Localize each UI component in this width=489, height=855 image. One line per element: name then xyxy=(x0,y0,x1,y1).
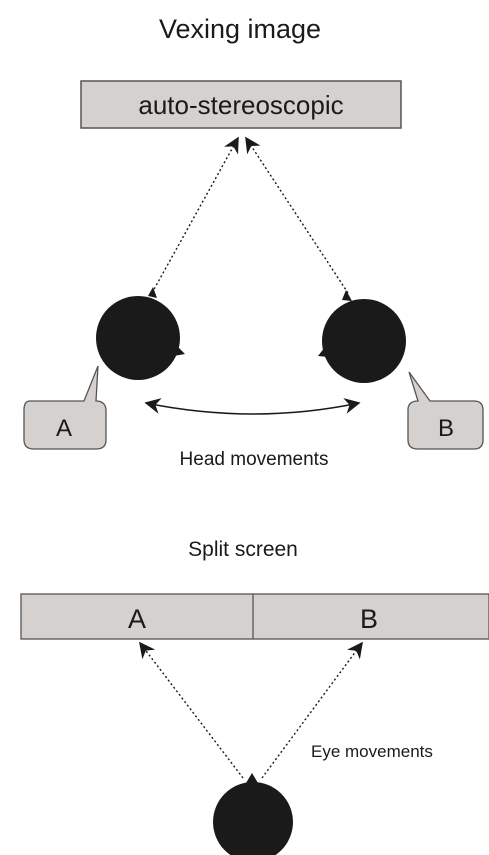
top-section-title: Vexing image xyxy=(159,14,321,44)
eye-line-left xyxy=(139,641,244,779)
head-movements-caption: Head movements xyxy=(180,449,329,470)
split-screen-display: A B xyxy=(20,593,489,640)
speech-bubble-b: B xyxy=(407,371,484,450)
viewer-head-b-icon xyxy=(318,290,406,383)
screen-right-label: B xyxy=(360,604,378,634)
screen-left-label: A xyxy=(128,604,146,634)
autostereoscopic-display: auto-stereoscopic xyxy=(80,80,402,129)
bottom-section-title: Split screen xyxy=(188,538,298,561)
speech-bubble-a: A xyxy=(23,365,107,450)
viewer-head-bottom-icon xyxy=(213,773,293,855)
speech-bubble-b-label: B xyxy=(438,415,454,442)
viewer-head-a-icon xyxy=(96,287,185,380)
sight-line-b xyxy=(245,136,349,294)
speech-bubble-a-label: A xyxy=(56,415,72,442)
sight-line-a xyxy=(151,136,239,294)
eye-line-right xyxy=(261,641,363,779)
head-movement-arrow xyxy=(144,398,361,415)
display-label: auto-stereoscopic xyxy=(138,90,343,120)
eye-movements-caption: Eye movements xyxy=(311,742,433,761)
